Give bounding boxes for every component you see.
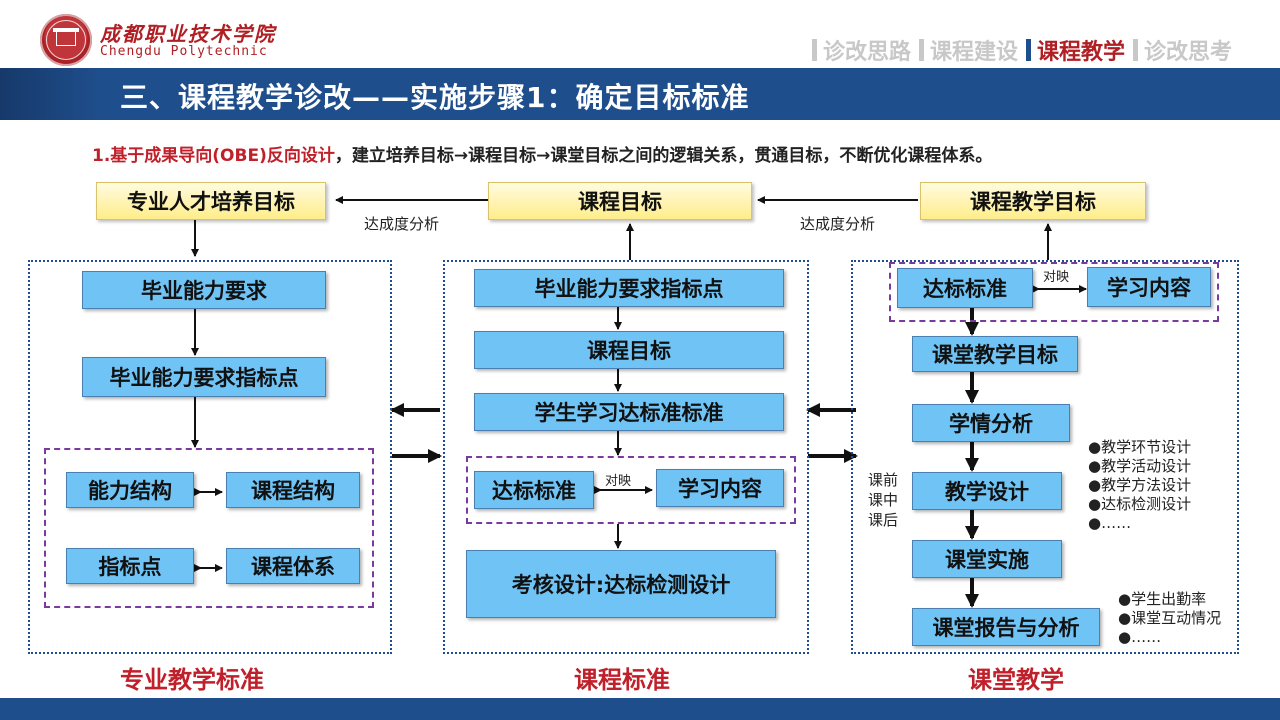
list-item: ●…… <box>1118 628 1162 646</box>
middle-content-box: 学习内容 <box>656 469 784 507</box>
course-system-box: 课程体系 <box>226 548 360 584</box>
teaching-design-box: 教学设计 <box>912 472 1062 510</box>
slide-title: 三、课程教学诊改——实施步骤1：确定目标标准 <box>120 81 750 114</box>
list-item: ●教学环节设计 <box>1088 438 1192 456</box>
assessment-design-box: 考核设计:达标检测设计 <box>466 550 776 618</box>
right-mapping-label: 对映 <box>1043 270 1070 285</box>
footer-band <box>0 698 1280 720</box>
college-seal-logo <box>40 14 92 66</box>
course-structure-box: 课程结构 <box>226 472 360 508</box>
classroom-teaching-label: 课堂教学 <box>968 666 1064 694</box>
talent-training-goal-box: 专业人才培养目标 <box>96 182 326 220</box>
middle-indicator-box: 毕业能力要求指标点 <box>474 269 784 307</box>
middle-mapping-group <box>466 456 796 524</box>
course-standard-label: 课程标准 <box>574 666 670 694</box>
nav-item-diagnosis-thoughts[interactable]: 诊改思考 <box>1132 34 1232 66</box>
list-item: ●…… <box>1088 514 1132 532</box>
list-item: ●达标检测设计 <box>1088 495 1192 513</box>
intro-highlight: 1.基于成果导向(OBE)反向设计 <box>92 146 335 166</box>
course-goal-box: 课程目标 <box>488 182 752 220</box>
right-content-box: 学习内容 <box>1087 267 1211 307</box>
graduation-ability-box: 毕业能力要求 <box>82 271 326 309</box>
title-band <box>0 68 1280 120</box>
learning-standard-box: 学生学习达标准标准 <box>474 393 784 431</box>
right-panel-frame <box>851 260 1239 654</box>
middle-mapping-label: 对映 <box>605 474 632 489</box>
ability-structure-box: 能力结构 <box>66 472 194 508</box>
intro-rest: ，建立培养目标→课程目标→课堂目标之间的逻辑关系，贯通目标，不断优化课程体系。 <box>334 146 993 166</box>
list-item: ●学生出勤率 <box>1118 590 1207 608</box>
graduation-indicator-box: 毕业能力要求指标点 <box>82 357 326 397</box>
list-item: ●教学活动设计 <box>1088 457 1192 475</box>
class-phases: 课前 课中 课后 <box>868 470 898 530</box>
left-structure-group <box>44 448 374 608</box>
logo-chinese-name: 成都职业技术学院 <box>100 22 276 46</box>
list-item: ●教学方法设计 <box>1088 476 1192 494</box>
attainment-analysis-left: 达成度分析 <box>364 215 440 233</box>
logo-english-name: Chengdu Polytechnic <box>100 44 268 59</box>
indicator-box: 指标点 <box>66 548 194 584</box>
nav-item-diagnosis-ideas[interactable]: 诊改思路 <box>811 34 911 66</box>
list-item: ●课堂互动情况 <box>1118 609 1222 627</box>
teaching-goal-box: 课程教学目标 <box>920 182 1146 220</box>
middle-standard-box: 达标标准 <box>474 471 594 509</box>
nav-item-course-teaching[interactable]: 课程教学 <box>1025 34 1125 66</box>
phase-during: 课中 <box>868 491 899 509</box>
professional-standard-label: 专业教学标准 <box>120 666 264 694</box>
report-bullet-list: ●学生出勤率 ●课堂互动情况 ●…… <box>1118 590 1221 647</box>
right-mapping-group <box>889 262 1219 322</box>
class-report-box: 课堂报告与分析 <box>912 608 1100 646</box>
class-teaching-goal-box: 课堂教学目标 <box>912 336 1078 372</box>
left-panel-frame <box>28 260 392 654</box>
intro-text: 1.基于成果导向(OBE)反向设计，建立培养目标→课程目标→课堂目标之间的逻辑关… <box>92 141 992 166</box>
design-bullet-list: ●教学环节设计 ●教学活动设计 ●教学方法设计 ●达标检测设计 ●…… <box>1088 438 1191 533</box>
phase-before: 课前 <box>868 471 899 489</box>
middle-panel-frame <box>443 260 809 654</box>
section-nav: 诊改思路 课程建设 课程教学 诊改思考 <box>811 34 1232 66</box>
learning-analysis-box: 学情分析 <box>912 404 1070 442</box>
right-standard-box: 达标标准 <box>897 268 1033 308</box>
attainment-analysis-right: 达成度分析 <box>800 215 876 233</box>
phase-after: 课后 <box>868 511 899 529</box>
nav-item-course-building[interactable]: 课程建设 <box>918 34 1018 66</box>
middle-course-goal-box: 课程目标 <box>474 331 784 369</box>
class-implementation-box: 课堂实施 <box>912 540 1062 578</box>
